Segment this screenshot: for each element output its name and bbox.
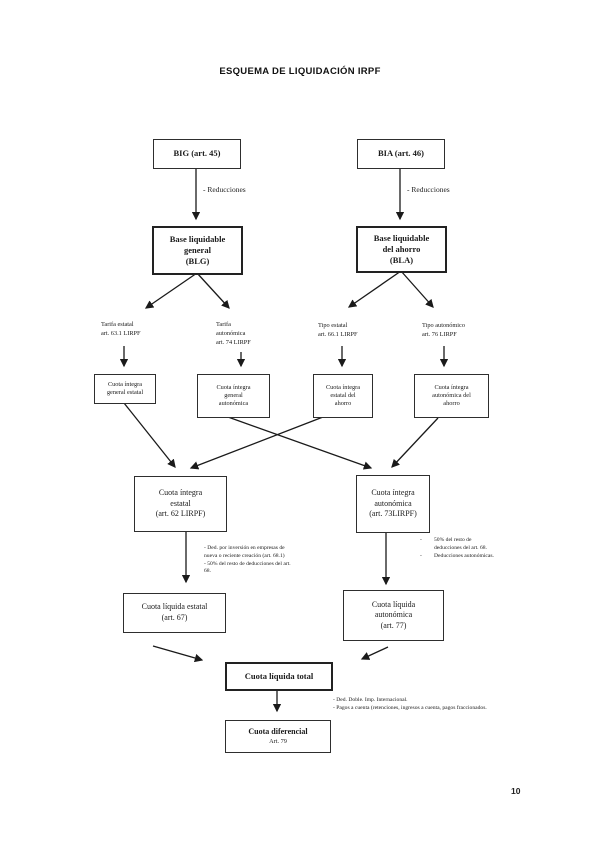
node-big: BIG (art. 45) [153, 139, 241, 169]
arrow-ci-general-autonomica-to-ci-autonomica [227, 416, 373, 470]
note-item: - Deducciones autonómicas. [420, 552, 494, 559]
arrow-ci-autonomica-ahorro-to-ci-autonomica [391, 417, 439, 468]
label-reducciones-left: - Reducciones [203, 185, 246, 194]
node-cuota-integra-autonomica: Cuota íntegra autonómica (art. 73LIRPF) [356, 475, 430, 533]
label-reducciones-right: - Reducciones [407, 185, 450, 194]
node-cuota-liquida-estatal: Cuota líquida estatal (art. 67) [123, 593, 226, 633]
node-base-liquidable-ahorro: Base liquidable del ahorro (BLA) [356, 226, 447, 273]
node-cuota-integra-estatal-ahorro: Cuota íntegra estatal del ahorro [313, 374, 373, 418]
arrow-bla-to-tipo-estatal [347, 270, 402, 308]
label-tarifa-autonomica: Tarifa autonómica art. 74 LIRPF [216, 321, 251, 346]
note-pagos-a-cuenta: - Ded. Doble. Imp. Internacional. - Pago… [333, 697, 487, 711]
label-tarifa-estatal: Tarifa estatal art. 63.1 LIRPF [101, 321, 141, 337]
arrow-ci-estatal-ahorro-to-ci-estatal [189, 416, 324, 470]
arrow-blg-to-tarifa-estatal [144, 272, 198, 309]
node-cuota-liquida-autonomica: Cuota líquida autonómica (art. 77) [343, 590, 444, 641]
node-cuota-integra-general-estatal: Cuota íntegra general estatal [94, 374, 156, 404]
note-item: - 50% del resto de deducciones del art. … [420, 537, 487, 551]
note-deducciones-autonomica: - 50% del resto de deducciones del art. … [420, 537, 512, 560]
note-deducciones-estatal: - Ded. por inversión en empresas de nuev… [204, 545, 291, 575]
node-cuota-diferencial: Cuota diferencial Art. 79 [225, 720, 331, 753]
label-tipo-autonomico: Tipo autonómico art. 76 LIRPF [422, 322, 465, 338]
node-cuota-integra-estatal: Cuota íntegra estatal (art. 62 LIRPF) [134, 476, 227, 532]
arrow-cl-autonomica-to-cl-total [360, 646, 389, 660]
node-cuota-integra-autonomica-ahorro: Cuota íntegra autonómica del ahorro [414, 374, 489, 418]
arrow-blg-to-tarifa-autonomica [196, 272, 230, 309]
node-cuota-liquida-total: Cuota líquida total [225, 662, 333, 691]
page-number: 10 [511, 786, 521, 796]
label-tipo-estatal: Tipo estatal art. 66.1 LIRPF [318, 322, 358, 338]
node-base-liquidable-general: Base liquidable general (BLG) [152, 226, 243, 275]
arrow-cl-estatal-to-cl-total [152, 645, 204, 663]
arrow-bla-to-tipo-autonomico [400, 270, 434, 308]
page-title: ESQUEMA DE LIQUIDACIÓN IRPF [219, 66, 381, 77]
node-bia: BIA (art. 46) [357, 139, 445, 169]
node-cuota-integra-general-autonomica: Cuota íntegra general autonómica [197, 374, 270, 418]
arrow-ci-general-estatal-to-ci-estatal [123, 402, 176, 468]
